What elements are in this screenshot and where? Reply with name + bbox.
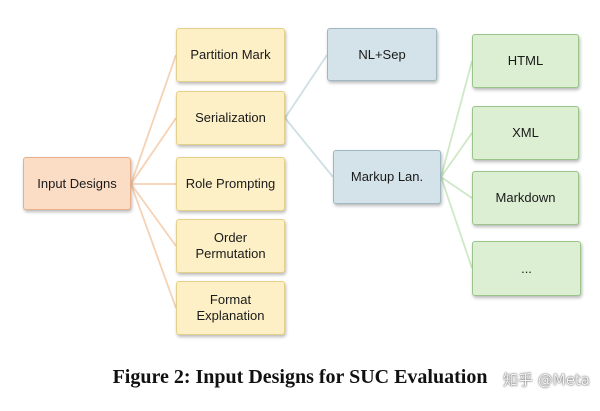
node-ellipsis-label: ... (521, 260, 532, 276)
node-role-prompting-label: Role Prompting (185, 176, 276, 191)
markup-connectors (440, 60, 473, 269)
node-markdown: Markdown (472, 171, 579, 225)
watermark: 知乎 @Meta (502, 371, 590, 389)
node-html: HTML (472, 34, 579, 88)
node-markup-lan-label: Markup Lan. (350, 169, 424, 184)
connector-markup-ellipsis (440, 176, 473, 269)
connector-markup-markdown (440, 176, 473, 199)
connector-markup-xml (440, 132, 473, 178)
node-nl-sep-label: NL+Sep (358, 46, 406, 62)
node-format-explanation-label: Format Explanation (196, 292, 265, 323)
node-ellipsis: ... (472, 241, 581, 296)
node-input-designs-label: Input Designs (37, 175, 117, 191)
node-order-permutation-label: Order Permutation (195, 230, 266, 261)
node-input-designs: Input Designs (23, 157, 131, 210)
figure-caption: Figure 2: Input Designs for SUC Evaluati… (112, 366, 488, 388)
connector-serialization-markup (284, 117, 334, 178)
node-xml-label: XML (512, 125, 539, 140)
serialization-connectors (284, 54, 334, 178)
connector-root-partition-mark (130, 54, 177, 185)
connector-markup-html (440, 60, 473, 178)
node-serialization: Serialization (176, 91, 285, 145)
connector-root-format-explanation (130, 183, 177, 309)
root-connectors (130, 54, 177, 309)
node-partition-mark-label: Partition Mark (190, 47, 271, 62)
node-serialization-label: Serialization (195, 110, 266, 125)
connector-root-order-permutation (130, 183, 177, 247)
node-order-permutation: Order Permutation (176, 219, 285, 273)
node-markdown-label: Markdown (495, 190, 556, 205)
node-markup-lan: Markup Lan. (333, 150, 441, 204)
node-partition-mark: Partition Mark (176, 28, 285, 82)
node-nl-sep: NL+Sep (327, 28, 437, 81)
node-html-label: HTML (507, 53, 544, 68)
connector-serialization-nl-sep (284, 54, 328, 119)
node-role-prompting: Role Prompting (176, 157, 285, 211)
node-xml: XML (472, 106, 579, 160)
node-format-explanation: Format Explanation (176, 281, 285, 335)
connector-root-serialization (130, 117, 177, 185)
